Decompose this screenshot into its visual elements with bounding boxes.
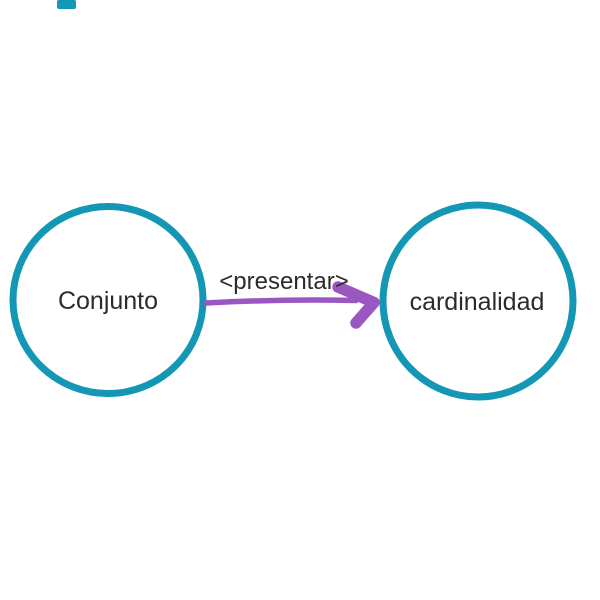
node-cardinalidad-label: cardinalidad <box>410 288 545 316</box>
node-cardinalidad-circle[interactable] <box>379 201 577 401</box>
edge-arrowhead-icon[interactable] <box>332 281 380 329</box>
node-conjunto-circle[interactable] <box>9 203 207 397</box>
clipped-shape-artifact <box>57 0 76 9</box>
node-conjunto-label: Conjunto <box>58 287 158 315</box>
edge-label: <presentar> <box>219 268 348 295</box>
edge-arrow-shaft[interactable] <box>203 297 359 306</box>
